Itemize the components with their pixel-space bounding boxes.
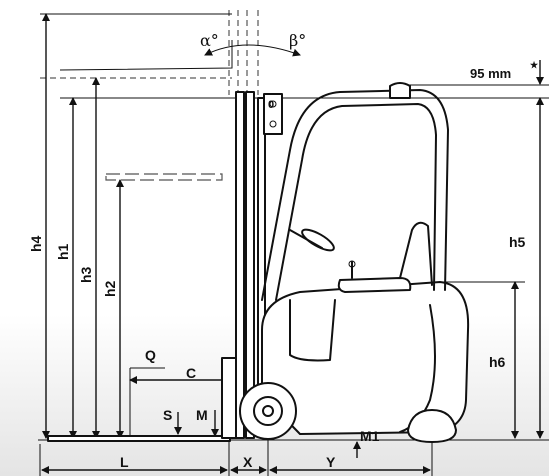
h2-label: h2	[102, 280, 118, 297]
mast-inner-rail	[245, 91, 255, 439]
front-wheel	[239, 382, 297, 440]
h4-label: h4	[28, 235, 44, 252]
seat-back	[399, 221, 433, 286]
m-label: M	[196, 407, 208, 423]
seat-cushion	[337, 277, 412, 293]
m1-label: M1	[360, 428, 380, 444]
h5-label: h5	[509, 234, 526, 250]
bracket-bolt	[269, 100, 277, 108]
fork	[47, 435, 231, 442]
tilt-cylinder-bracket	[263, 93, 283, 135]
q-label: Q	[145, 347, 156, 363]
mast-outer-rail	[235, 91, 245, 439]
overhead-guard-inner	[275, 103, 437, 301]
beta-label: β°	[289, 31, 306, 50]
forklift-drawing	[47, 82, 470, 443]
overhead-guard-outer	[261, 89, 449, 301]
s-label: S	[163, 407, 172, 423]
raised-fork-outline	[105, 173, 223, 181]
operator-floor	[289, 299, 336, 362]
rear-wheel	[407, 409, 457, 443]
beacon-light	[389, 82, 411, 99]
alpha-label: α°	[200, 31, 219, 50]
h1-label: h1	[55, 243, 71, 260]
bracket-label: 0	[268, 99, 274, 111]
front-wheel-axle	[262, 405, 274, 417]
steering-wheel	[301, 228, 335, 252]
tilt-arc	[204, 44, 301, 57]
overhead-label: 95 mm	[470, 66, 511, 81]
h3-label: h3	[78, 266, 94, 283]
x-label: X	[243, 454, 253, 470]
h6-label: h6	[489, 354, 506, 370]
lever-knob	[348, 260, 356, 268]
front-wheel-hub	[253, 396, 283, 426]
y-label: Y	[326, 454, 336, 470]
star-icon: ★	[530, 60, 539, 70]
c-label: C	[186, 365, 196, 381]
bracket-bolt	[269, 120, 277, 128]
l-label: L	[120, 454, 129, 470]
